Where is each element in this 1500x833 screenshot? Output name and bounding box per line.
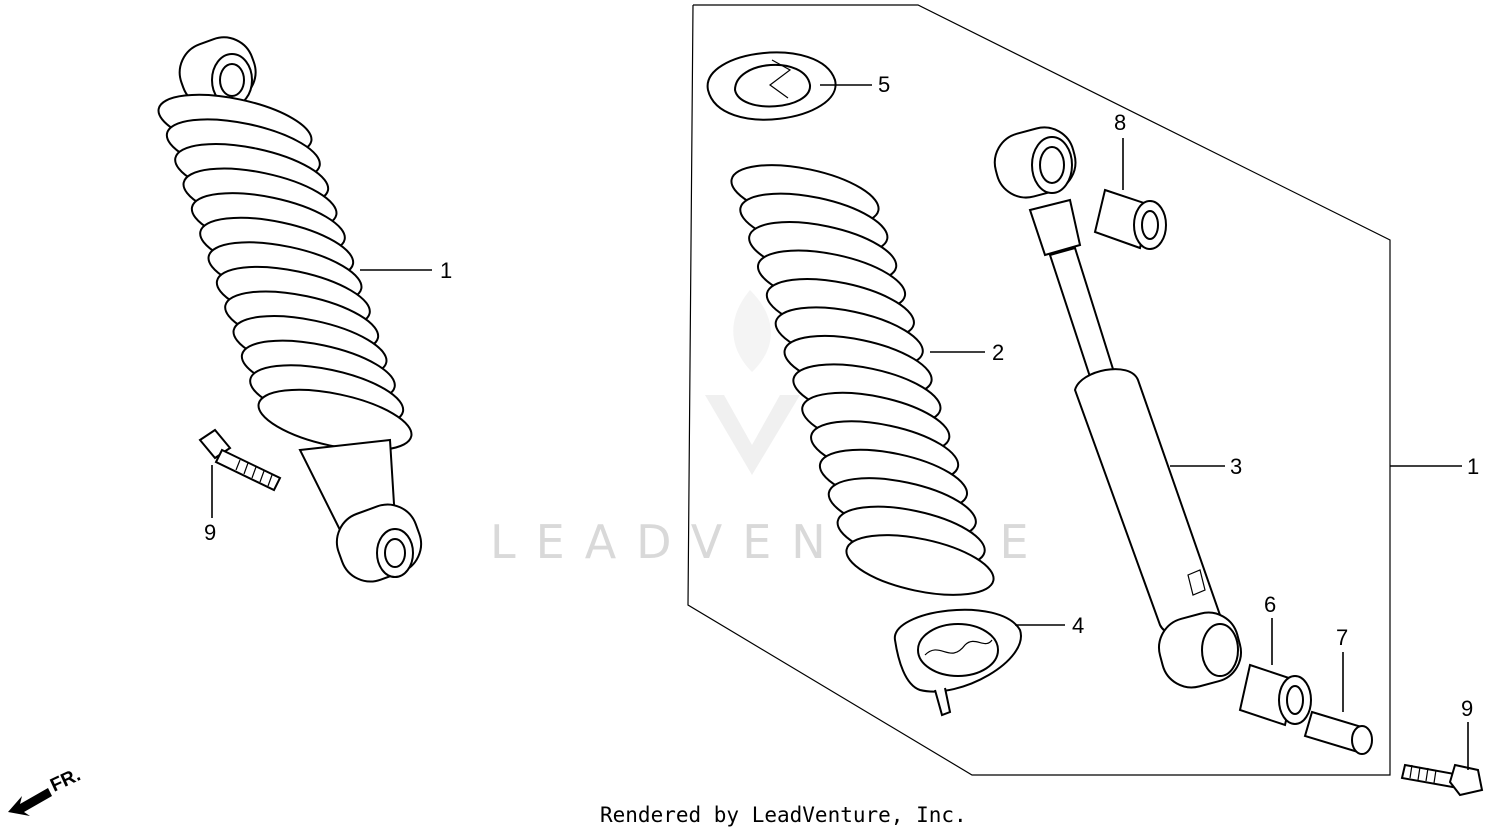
front-arrow-icon	[8, 788, 52, 816]
callout-8-bushing-upper: 8	[1114, 110, 1126, 135]
callout-6-bushing-lower: 6	[1264, 592, 1276, 617]
bushing-upper	[1093, 188, 1167, 250]
front-indicator-label: FR.	[47, 765, 84, 797]
coil-spring	[730, 164, 995, 596]
bolt-right	[1400, 763, 1484, 797]
watermark-logo	[705, 290, 800, 475]
leader-lines	[211, 84, 1469, 770]
footer-credit: Rendered by LeadVenture, Inc.	[600, 803, 967, 827]
assembled-shock-absorber	[157, 36, 423, 583]
callout-9-bolt-left: 9	[204, 520, 216, 545]
callout-7-collar: 7	[1336, 625, 1348, 650]
bolt-left	[198, 428, 282, 492]
spring-coil	[845, 534, 995, 596]
spring-coil	[257, 388, 413, 452]
callout-9-bolt-right: 9	[1461, 696, 1473, 721]
callout-1-assembled: 1	[440, 258, 452, 283]
callout-3-damper: 3	[1230, 454, 1242, 479]
callout-5-upper-seat: 5	[878, 72, 890, 97]
callout-1-exploded: 1	[1467, 454, 1479, 479]
spring-seat-upper	[706, 51, 837, 121]
callout-4-lower-seat: 4	[1072, 613, 1084, 638]
callout-2-spring: 2	[992, 340, 1004, 365]
bushing-lower	[1238, 663, 1312, 727]
spring-seat-lower	[893, 608, 1022, 717]
collar	[1303, 710, 1373, 755]
damper-unit	[993, 126, 1242, 689]
exploded-view-boundary	[687, 4, 1391, 776]
